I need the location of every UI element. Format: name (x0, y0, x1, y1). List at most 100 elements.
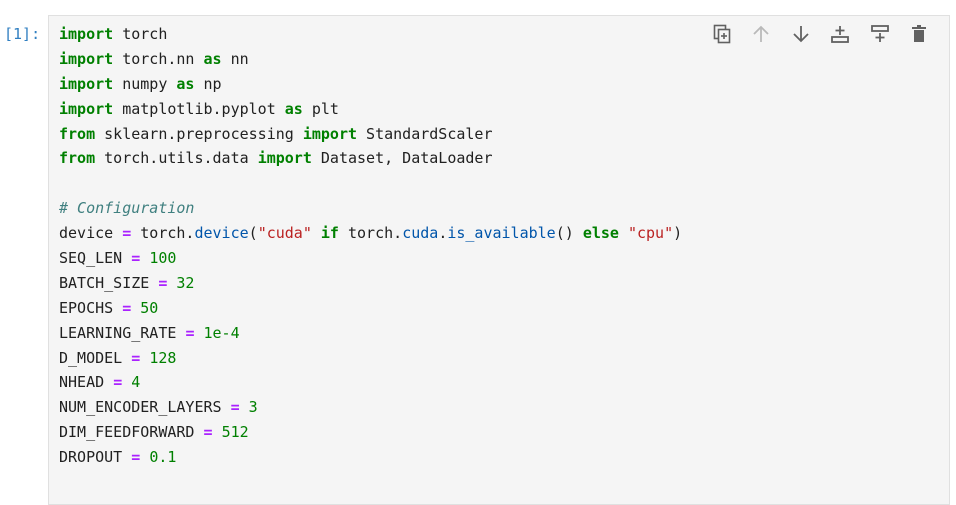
code-token (131, 299, 140, 317)
code-line: import torch.nn as nn (59, 47, 682, 72)
code-line: DROPOUT = 0.1 (59, 445, 682, 470)
code-token: torch.utils.data (95, 149, 258, 168)
code-token: = (113, 373, 123, 392)
code-token: import (59, 99, 114, 118)
code-token: else (582, 224, 619, 243)
code-token (140, 249, 149, 267)
code-token: "cuda" (257, 224, 312, 243)
code-token: 0.1 (149, 448, 177, 467)
code-token: = (122, 298, 132, 317)
code-token: = (230, 398, 240, 417)
code-token: DROPOUT (59, 448, 132, 467)
code-line: EPOCHS = 50 (59, 296, 682, 321)
code-line: LEARNING_RATE = 1e-4 (59, 321, 682, 346)
code-token: torch.nn (113, 49, 204, 68)
code-token: DIM_FEEDFORWARD (59, 423, 204, 442)
code-token: from (59, 124, 96, 143)
code-token: () (555, 224, 583, 243)
delete-icon (912, 25, 927, 42)
insert-below-icon (870, 25, 889, 42)
code-token: if (320, 224, 339, 243)
code-token: Dataset, DataLoader (311, 149, 493, 168)
duplicate-cell-button[interactable] (702, 22, 742, 46)
code-line: NUM_ENCODER_LAYERS = 3 (59, 395, 682, 420)
move-down-icon (793, 26, 809, 43)
code-token: nn (221, 49, 249, 68)
insert-above-icon (831, 26, 850, 43)
code-token (312, 224, 321, 242)
code-token: BATCH_SIZE (59, 273, 159, 292)
code-line: D_MODEL = 128 (59, 346, 682, 371)
code-token: torch. (131, 224, 195, 243)
code-token: numpy (113, 74, 177, 93)
code-token: = (158, 273, 168, 292)
move-up-icon (753, 25, 769, 42)
code-token: as (176, 74, 195, 93)
code-token: ) (673, 224, 683, 243)
code-token: = (131, 448, 141, 467)
code-token: ( (248, 224, 258, 243)
code-token: 512 (221, 423, 249, 442)
code-token (194, 324, 203, 342)
code-token: StandardScaler (357, 124, 493, 143)
code-token: NUM_ENCODER_LAYERS (59, 398, 231, 417)
code-token: 32 (176, 273, 195, 292)
code-token (619, 224, 628, 242)
move-up-button[interactable] (742, 22, 782, 46)
code-line: from torch.utils.data import Dataset, Da… (59, 146, 682, 171)
code-line: DIM_FEEDFORWARD = 512 (59, 420, 682, 445)
move-down-button[interactable] (781, 22, 821, 46)
delete-cell-button[interactable] (900, 22, 940, 46)
code-token: torch (113, 25, 168, 43)
insert-cell-below-button[interactable] (860, 22, 900, 46)
code-token: as (203, 49, 222, 68)
code-token: EPOCHS (59, 298, 123, 317)
insert-cell-above-button[interactable] (821, 22, 861, 46)
code-line: import torch (59, 22, 682, 47)
code-token: import (302, 124, 358, 143)
code-line: import matplotlib.pyplot as plt (59, 97, 682, 122)
code-token (122, 373, 131, 391)
code-token: "cpu" (627, 224, 674, 243)
code-token: # Configuration (59, 199, 195, 218)
code-token: import (59, 74, 114, 93)
code-token: plt (302, 99, 339, 118)
code-line: device = torch.device("cuda" if torch.cu… (59, 221, 682, 246)
code-line: import numpy as np (59, 72, 682, 97)
code-token: D_MODEL (59, 348, 132, 367)
code-token (140, 448, 149, 466)
code-token: import (257, 149, 312, 168)
code-token: 4 (131, 373, 141, 392)
code-token: NHEAD (59, 373, 114, 392)
code-token: np (194, 74, 222, 93)
code-token: = (185, 323, 195, 342)
code-token: from (59, 149, 96, 168)
code-token: device (194, 224, 249, 243)
code-token: torch. (338, 224, 403, 243)
code-token: device (59, 224, 123, 243)
code-token: import (59, 49, 114, 68)
cell-toolbar (702, 22, 939, 46)
code-token (140, 349, 149, 367)
code-token: 3 (248, 398, 258, 417)
code-token: = (131, 348, 141, 367)
code-token: cuda (402, 224, 439, 243)
code-token: as (284, 99, 303, 118)
code-token: 50 (140, 298, 159, 317)
duplicate-icon (713, 24, 731, 44)
code-token: 1e-4 (203, 323, 240, 342)
code-line: NHEAD = 4 (59, 370, 682, 395)
code-token: = (122, 224, 132, 243)
code-line (59, 171, 682, 196)
code-line: BATCH_SIZE = 32 (59, 271, 682, 296)
code-token: 100 (149, 249, 177, 268)
code-token: import (59, 25, 114, 43)
code-token: LEARNING_RATE (59, 323, 186, 342)
code-line: from sklearn.preprocessing import Standa… (59, 122, 682, 147)
code-token: is_available (447, 224, 556, 243)
code-token: matplotlib.pyplot (113, 99, 285, 118)
code-line: SEQ_LEN = 100 (59, 246, 682, 271)
code-token: = (131, 249, 141, 268)
